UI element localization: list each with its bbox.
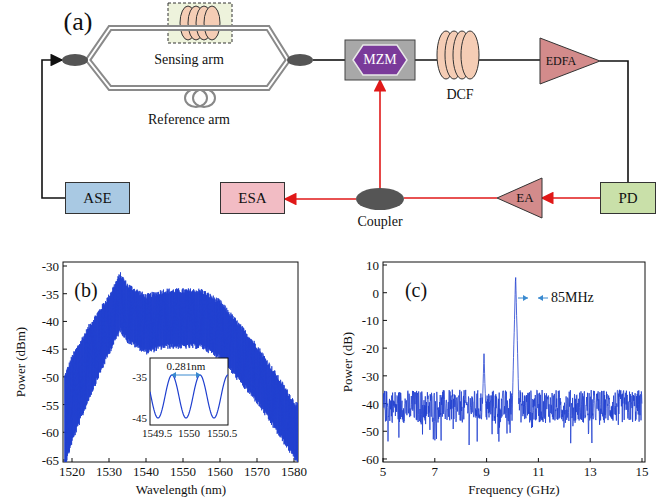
node-label: EA bbox=[516, 190, 533, 206]
sensing-coil bbox=[180, 6, 220, 40]
coupler: Coupler bbox=[356, 188, 404, 210]
plot-label: Frequency (GHz) bbox=[468, 483, 559, 496]
connector bbox=[285, 198, 356, 200]
sensing-coil-box bbox=[168, 3, 232, 43]
node-label: Sensing arm bbox=[154, 52, 224, 68]
plot-label: -20 bbox=[362, 342, 379, 355]
fsr-arrow bbox=[171, 372, 201, 378]
spectrum-analyzer: ESA bbox=[220, 182, 285, 214]
optical-spectrum bbox=[65, 272, 298, 462]
plot-label: 5 bbox=[380, 465, 387, 478]
connector bbox=[379, 80, 381, 188]
node-label: PD bbox=[618, 190, 637, 207]
plot-label: -40 bbox=[362, 397, 379, 410]
plot-label: 1570 bbox=[244, 465, 270, 478]
plot-label: 1550 bbox=[178, 428, 200, 439]
connector bbox=[404, 197, 497, 199]
node-label: Reference arm bbox=[148, 112, 230, 128]
plot-label: -30 bbox=[42, 260, 59, 273]
plot-label: -55 bbox=[42, 398, 59, 411]
plot-label: 10 bbox=[366, 259, 379, 272]
linewidth-arrow bbox=[518, 295, 548, 301]
axis-title: Power (dB) bbox=[341, 332, 354, 392]
plot-label: 13 bbox=[584, 465, 597, 478]
dcf-coil bbox=[437, 31, 479, 79]
plot-label: -50 bbox=[362, 425, 379, 438]
plot-label: -45 bbox=[132, 413, 147, 424]
photodetector: PD bbox=[600, 182, 656, 214]
ase-source: ASE bbox=[65, 182, 130, 214]
plot-label: 1530 bbox=[96, 465, 122, 478]
plot-label: 1560 bbox=[207, 465, 233, 478]
node-label: ASE bbox=[83, 190, 111, 207]
plot-label: -65 bbox=[42, 454, 59, 467]
plot-label: (a) bbox=[64, 9, 93, 35]
plot-label: -35 bbox=[42, 287, 59, 300]
plot-label: (c) bbox=[405, 280, 427, 300]
plot-label: 1520 bbox=[59, 465, 85, 478]
connector bbox=[600, 61, 628, 182]
plot-label: -40 bbox=[42, 315, 59, 328]
plot-label: -45 bbox=[42, 343, 59, 356]
plot-label: 1550 bbox=[170, 465, 196, 478]
plot-label: 85MHz bbox=[551, 291, 594, 305]
plot-label: -30 bbox=[362, 369, 379, 382]
plot-label: 0 bbox=[373, 286, 380, 299]
amplifier-triangle: EA bbox=[497, 178, 542, 218]
plot-label: 1550.5 bbox=[207, 428, 237, 439]
modulator: MZM bbox=[345, 40, 415, 80]
connector bbox=[42, 60, 65, 198]
plot-frame bbox=[383, 262, 645, 462]
plot-label: 7 bbox=[432, 465, 439, 478]
plot-label: (b) bbox=[74, 280, 97, 300]
plot-label: 11 bbox=[532, 465, 545, 478]
rf-spectrum bbox=[383, 278, 642, 446]
inset-fringe bbox=[150, 375, 228, 418]
plot-label: -60 bbox=[42, 426, 59, 439]
node-label: MZM bbox=[363, 52, 396, 68]
connector bbox=[542, 197, 600, 199]
plot-label: 9 bbox=[483, 465, 490, 478]
plot-label: 1540 bbox=[133, 465, 159, 478]
node-label: EDFA bbox=[546, 54, 576, 69]
plot-label: DCF bbox=[446, 88, 473, 102]
plot-label: -50 bbox=[42, 370, 59, 383]
plot-label: 1549.5 bbox=[142, 428, 172, 439]
plot-label: 0.281nm bbox=[166, 361, 207, 372]
plot-label: Wavelength (nm) bbox=[136, 483, 226, 496]
reference-coil bbox=[185, 89, 215, 107]
plot-label: 1580 bbox=[281, 465, 307, 478]
plot-label: -35 bbox=[132, 372, 147, 383]
amplifier-triangle: EDFA bbox=[540, 38, 600, 84]
node-label: ESA bbox=[238, 190, 266, 207]
connector bbox=[313, 59, 345, 61]
plot-label: -60 bbox=[362, 452, 379, 465]
interferometer: Sensing armReference arm bbox=[62, 25, 313, 95]
axis-title: Power (dBm) bbox=[14, 327, 27, 397]
plot-label: -10 bbox=[362, 314, 379, 327]
node-outline bbox=[356, 188, 404, 210]
inset-frame bbox=[150, 358, 228, 425]
plot-label: 15 bbox=[636, 465, 649, 478]
node-label: Coupler bbox=[357, 214, 402, 230]
